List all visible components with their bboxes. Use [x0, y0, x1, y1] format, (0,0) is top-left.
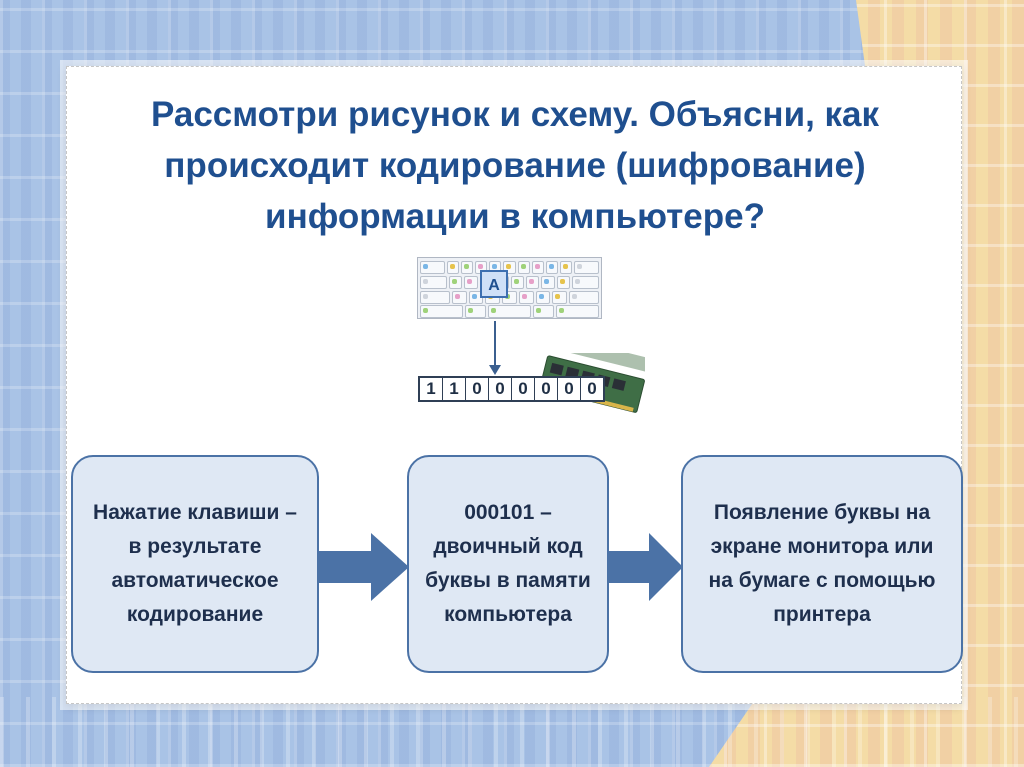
keyboard-key	[449, 276, 463, 289]
flow-step-text: Появление буквы на экране монитора или н…	[708, 501, 936, 626]
keyboard-key	[531, 261, 545, 274]
keyboard-key	[546, 261, 559, 274]
keyboard-key	[533, 305, 554, 318]
highlighted-key-a: A	[480, 270, 508, 298]
keyboard-key	[572, 276, 600, 289]
binary-bit: 1	[443, 378, 466, 400]
flow-step-keypress: Нажатие клавиши – в результате автоматич…	[71, 455, 319, 673]
arrow-right-icon	[609, 533, 683, 601]
keyboard-key	[525, 276, 540, 289]
keyboard-key	[420, 305, 464, 318]
keyboard-key	[560, 261, 573, 274]
keyboard-key	[464, 276, 478, 289]
binary-bit: 0	[489, 378, 512, 400]
flow-step-binary-code: 000101 – двоичный код буквы в памяти ком…	[407, 455, 609, 673]
arrow-down-icon	[494, 321, 496, 367]
keyboard-key	[517, 261, 530, 274]
flow-step-text: 000101 – двоичный код буквы в памяти ком…	[425, 501, 591, 626]
keyboard-key	[556, 276, 571, 289]
flow-step-output: Появление буквы на экране монитора или н…	[681, 455, 963, 673]
binary-bit: 1	[420, 378, 443, 400]
keyboard-key	[465, 305, 486, 318]
keyboard-key	[574, 261, 599, 274]
slide-title: Рассмотри рисунок и схему. Объясни, как …	[150, 95, 880, 236]
keyboard-key	[451, 291, 467, 304]
arrow-down-icon-head	[489, 365, 501, 375]
keyboard-icon: A	[417, 257, 602, 319]
keyboard-key	[541, 276, 555, 289]
binary-bit: 0	[587, 379, 597, 398]
flow-step-text: Нажатие клавиши – в результате автоматич…	[93, 501, 297, 626]
keyboard-key	[420, 276, 448, 289]
keyboard-key	[518, 291, 534, 304]
binary-bit: 0	[466, 378, 489, 400]
keyboard-key	[420, 291, 450, 304]
keyboard-key	[552, 291, 568, 304]
background-plaid-bottom	[0, 697, 1024, 767]
binary-bit: 0	[535, 378, 558, 400]
keyboard-key	[555, 305, 599, 318]
keyboard-key	[535, 291, 551, 304]
binary-bit: 0	[558, 378, 581, 400]
slide-panel: Рассмотри рисунок и схему. Объясни, как …	[66, 66, 963, 704]
binary-bit: 0	[512, 378, 535, 400]
keyboard-key	[446, 261, 459, 274]
keyboard-key	[487, 305, 532, 318]
keyboard-key	[460, 261, 473, 274]
keyboard-key	[510, 276, 524, 289]
binary-code-strip: 1 1 0 0 0 0 0 0	[418, 376, 605, 402]
keyboard-key	[569, 291, 599, 304]
arrow-right-icon	[319, 533, 409, 601]
keyboard-key	[420, 261, 445, 274]
